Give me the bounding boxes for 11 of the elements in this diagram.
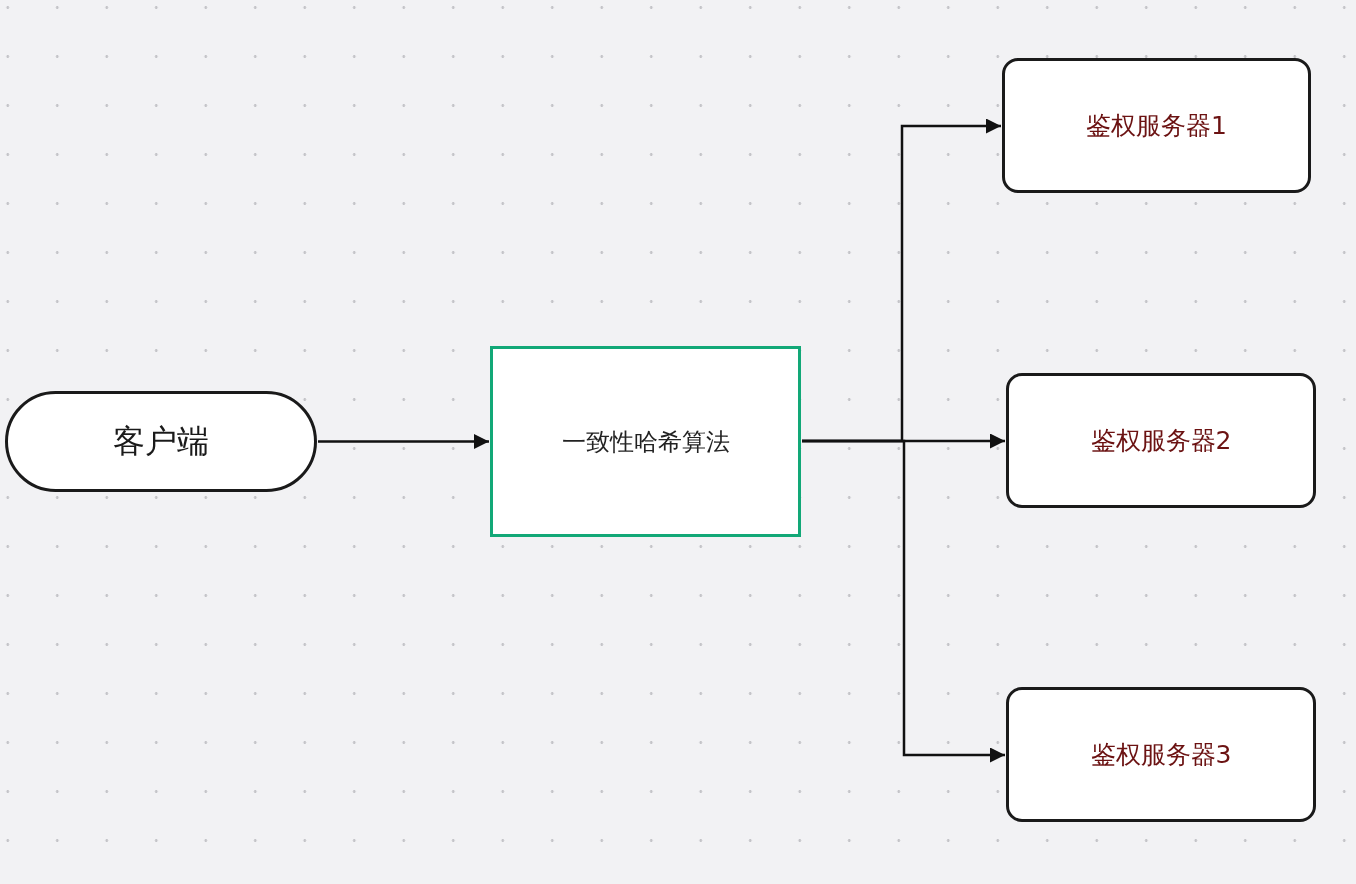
node-label: 一致性哈希算法 [561,426,730,458]
server-box [1006,373,1316,508]
server-box [1006,687,1316,822]
process-box [490,346,801,537]
node-label: 鉴权服务器1 [1086,110,1227,142]
arrow [318,434,489,449]
node-label: 客户端 [113,420,209,462]
server-box [1002,58,1311,193]
node-label: 鉴权服务器3 [1090,739,1232,771]
node-label: 鉴权服务器2 [1090,425,1232,457]
arrow [802,439,1005,763]
